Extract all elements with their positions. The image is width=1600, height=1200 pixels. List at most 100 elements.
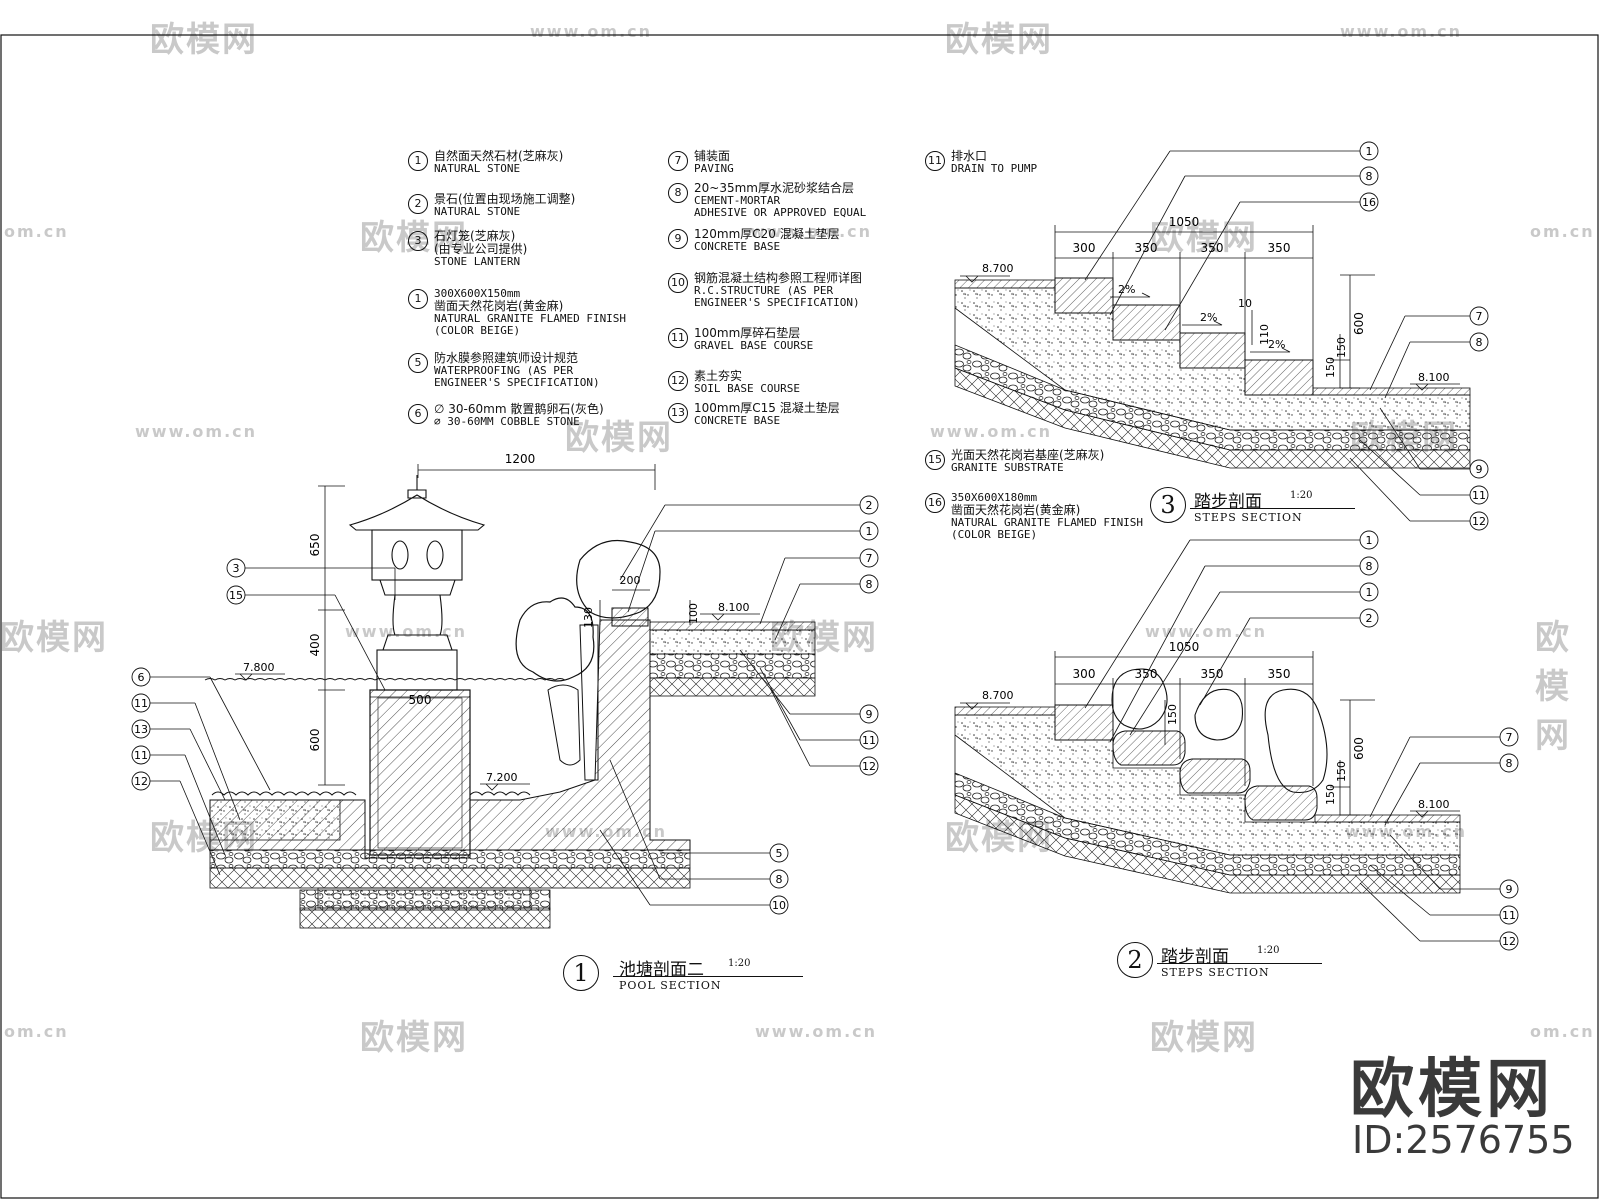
callout-circle [1499,931,1519,951]
title-en: STEPS SECTION [1194,511,1303,524]
callout-number: 1 [1366,586,1373,599]
legend-number: 11 [925,151,945,171]
steps2-dim-150a: 150 [1324,784,1337,805]
legend-en: STONE LANTERN [434,255,521,268]
steps2-leaders [1084,539,1500,942]
callout-number: 6 [138,671,145,684]
callout-number: 8 [1506,757,1513,770]
callout-circle [1359,530,1379,550]
watermark-site: om.cn [4,222,69,241]
title-scale: 1:20 [1257,945,1280,956]
callout-number: 7 [866,552,873,565]
pool-soil-bottom [299,907,551,929]
legend-en: ENGINEER'S SPECIFICATION) [434,376,600,389]
watermark-site: www.om.cn [345,622,468,641]
watermark-brand: 欧模网 [360,1018,468,1058]
pool-level-paving: 8.100 [718,601,750,614]
legend-en: ADHESIVE OR APPROVED EQUAL [694,206,867,219]
title-rule [1190,508,1355,509]
title-scale: 1:20 [728,958,751,969]
legend-number: 16 [925,493,945,513]
callout-number: 13 [134,723,148,736]
pool-concrete-base [317,887,531,909]
steps3-bottom-paving [1312,387,1471,396]
landscape-rock [576,539,661,619]
callout-number: 1 [1366,534,1373,547]
watermark-brand: 欧模网 [1535,618,1571,756]
pool-dim-1200: 1200 [505,452,536,466]
steps3-dim-total: 1050 [1169,215,1200,229]
pool-section: 1200 650 400 600 500 200 130 100 7.800 7… [131,452,879,929]
watermark-site: om.cn [1530,222,1595,241]
callout-number: 11 [1502,909,1516,922]
title-zh: 池塘剖面二 [619,960,704,980]
callout-number: 11 [1472,489,1486,502]
legend-en: R.C.STRUCTURE (AS PER [694,284,834,297]
watermark-site: www.om.cn [750,222,873,241]
callout-circle [131,719,151,739]
callout-number: 9 [866,708,873,721]
legend-item: 6∅ 30-60mm 散置鹅卵石(灰色)∅ 30-60MM COBBLE STO… [408,403,604,428]
legend-zh: 凿面天然花岗岩(黄金麻) [951,503,1081,517]
callout-circle [1469,306,1489,326]
steps3-dim-350b: 350 [1201,241,1224,255]
legend-en: ∅ 30-60MM COBBLE STONE [434,415,580,428]
legend-en: (COLOR BEIGE) [951,528,1038,541]
watermark-brand: 欧模网 [565,418,673,458]
steps3-tread-2 [1112,304,1181,341]
pool-cobbles [211,791,531,796]
callout-circle [131,667,151,687]
watermark-site: www.om.cn [1340,22,1463,41]
title-en: POOL SECTION [619,979,722,992]
steps2-tread-1 [1054,704,1114,741]
callout-number: 9 [1476,463,1483,476]
callout-circle [1359,582,1379,602]
legend-en: GRAVEL BASE COURSE [694,339,814,352]
watermark-site: www.om.cn [755,1022,878,1041]
watermark-site: www.om.cn [530,22,653,41]
callout-number: 11 [134,697,148,710]
steps2-rock-left [1111,668,1168,730]
callout-number: 8 [1366,170,1373,183]
title-number: 2 [1117,942,1153,978]
callout-circle [1469,459,1489,479]
title-en: STEPS SECTION [1161,966,1270,979]
callout-circle [859,574,879,594]
legend-zh: 100mm厚碎石垫层 [694,326,801,340]
pool-dim-100: 100 [687,603,700,624]
callout-circle [859,495,879,515]
legend-en: CONCRETE BASE [694,414,781,427]
pool-dim-130: 130 [582,607,595,628]
steps2-dim-350c: 350 [1268,667,1291,681]
watermark-site: om.cn [4,1022,69,1041]
callout-circle [131,771,151,791]
legend-zh: 铺装面 [694,149,731,163]
callout-number: 10 [772,899,786,912]
watermark-site: www.om.cn [1145,622,1268,641]
legend-number: 9 [668,229,688,249]
legend-en: (COLOR BEIGE) [434,324,521,337]
legend-zh: 石灯笼(芝麻灰) [434,229,516,243]
steps3-level-top: 8.700 [982,262,1014,275]
callout-circle [1469,485,1489,505]
callout-circle [1469,332,1489,352]
callout-circle [1359,192,1379,212]
steps2-dim-350b: 350 [1201,667,1224,681]
legend-zh: 自然面天然石材(芝麻灰) [434,149,564,163]
legend-zh: 凿面天然花岗岩(黄金麻) [434,299,564,313]
legend-zh: 光面天然花岗岩基座(芝麻灰) [951,448,1105,462]
callout-circle [131,745,151,765]
steps2-dim-stone: 150 [1166,704,1179,725]
steps3-dim-150a: 150 [1324,357,1337,378]
steps2-dim-total: 1050 [1169,640,1200,654]
callout-circle [1359,166,1379,186]
steps2-dimensions [960,651,1460,818]
callout-number: 3 [233,562,240,575]
